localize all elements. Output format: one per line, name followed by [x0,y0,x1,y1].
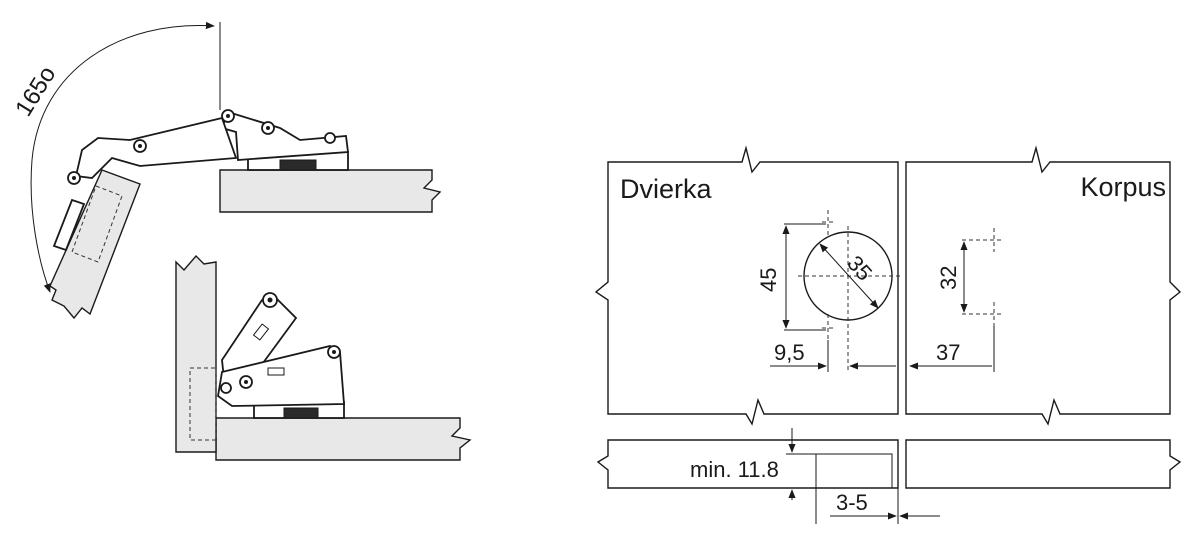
edge-offset-label: 9,5 [774,340,805,365]
lower-arm [217,345,345,407]
cabinet-panel-bottom [215,417,472,461]
plate-screw [279,159,317,171]
min-thickness-label: min. 11.8 [690,457,779,482]
open-hinge-drawing: 165o [10,21,442,320]
diameter-arrow [819,243,879,309]
closed-hinge-drawing [175,254,472,461]
door-panel-plan [594,145,899,426]
cup-height-label: 45 [756,268,781,292]
door-panel-closed [175,254,217,453]
drilling-plan: Dvierka Korpus 35 45 9,5 32 [594,145,1182,524]
cabinet-section-strip [905,439,1182,489]
door-label: Dvierka [620,174,713,204]
cabinet-panel-top [219,169,442,213]
angle-arc [30,21,215,293]
cabinet-offset-label: 37 [936,340,960,365]
hinge-linkage [74,116,238,179]
door-section-strip [596,439,899,489]
cup-outline-closed [189,367,217,441]
screw-spacing-label: 32 [936,266,961,290]
cup-section-recess [815,453,893,489]
cabinet-panel-plan [905,145,1182,426]
cabinet-label: Korpus [1080,172,1166,202]
gap-label: 3-5 [836,490,868,515]
angle-label: 165o [10,62,61,122]
